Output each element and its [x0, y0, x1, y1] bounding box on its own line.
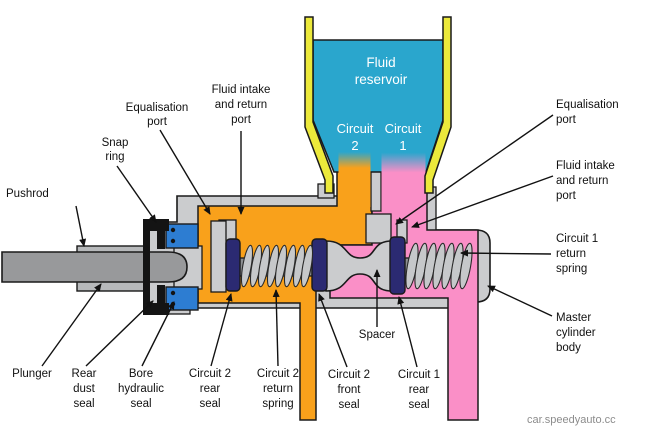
reservoir-label-line2: reservoir [355, 72, 408, 87]
port-block-right [365, 213, 392, 244]
spring-coil [459, 242, 473, 290]
label-snap-ring: Snap ring [102, 137, 129, 163]
svg-text:port: port [556, 190, 577, 202]
svg-text:Snap: Snap [102, 137, 129, 149]
svg-text:and return: and return [556, 175, 608, 187]
svg-text:rear: rear [200, 383, 221, 395]
svg-text:rear: rear [409, 384, 430, 396]
svg-text:dust: dust [73, 383, 96, 395]
svg-text:Equalisation: Equalisation [126, 102, 189, 114]
reservoir-wall-left [304, 16, 334, 194]
reservoir-wall-right [424, 16, 452, 194]
pushrod [1, 251, 188, 283]
reservoir-walls [304, 16, 452, 194]
plunger-head [210, 220, 227, 293]
svg-text:seal: seal [408, 399, 429, 411]
svg-text:cylinder: cylinder [556, 327, 596, 339]
svg-text:seal: seal [73, 398, 94, 410]
label-rear-dust-seal: Rear dust seal [72, 368, 97, 410]
svg-text:Bore: Bore [129, 368, 153, 380]
svg-text:Rear: Rear [72, 368, 97, 380]
label-bore-hydraulic-seal: Bore hydraulic seal [118, 368, 164, 410]
label-fluid-intake-left: Fluid intake and return port [212, 84, 271, 126]
label-fluid-intake-right: Fluid intake and return port [556, 160, 615, 202]
reservoir-label-line1: Fluid [366, 55, 395, 70]
label-spacer: Spacer [359, 329, 396, 341]
svg-text:seal: seal [130, 398, 151, 410]
label-circuit1-return-spring: Circuit 1 return spring [556, 233, 598, 275]
svg-text:Circuit 2: Circuit 2 [328, 369, 370, 381]
svg-text:Master: Master [556, 312, 591, 324]
circuit2-return-spring [240, 244, 314, 288]
svg-text:Circuit 2: Circuit 2 [189, 368, 231, 380]
circuit2-front-seal [311, 238, 328, 292]
pressure-seals [225, 236, 406, 295]
snap-ring [157, 227, 165, 307]
label-circuit1-rear-seal: Circuit 1 rear seal [398, 369, 440, 411]
leader-lines [41, 114, 554, 368]
svg-text:2: 2 [351, 138, 358, 153]
svg-text:body: body [556, 342, 581, 354]
circuit1-label: Circuit 1 [385, 121, 422, 153]
svg-text:and return: and return [215, 99, 267, 111]
svg-text:port: port [231, 114, 252, 126]
label-pushrod: Pushrod [6, 188, 49, 200]
circuit1-rear-seal [389, 236, 406, 295]
svg-text:ring: ring [105, 151, 124, 163]
watermark-text: car.speedyauto.cc [527, 414, 616, 426]
label-equalisation-port-right: Equalisation port [556, 99, 619, 126]
svg-text:1: 1 [399, 138, 406, 153]
svg-text:front: front [337, 384, 361, 396]
svg-text:seal: seal [338, 399, 359, 411]
svg-text:Fluid intake: Fluid intake [212, 84, 271, 96]
svg-text:port: port [556, 114, 577, 126]
label-equalisation-port-left: Equalisation port [126, 102, 189, 128]
svg-text:spring: spring [262, 398, 293, 410]
bore-seal-top [165, 223, 199, 249]
svg-text:return: return [556, 248, 586, 260]
label-circuit2-rear-seal: Circuit 2 rear seal [189, 368, 231, 410]
svg-text:Pushrod: Pushrod [6, 188, 49, 200]
svg-text:Spacer: Spacer [359, 329, 396, 341]
label-plunger: Plunger [12, 368, 52, 380]
circuit2-label: Circuit 2 [337, 121, 374, 153]
spring-coil [300, 244, 314, 288]
svg-text:Circuit 1: Circuit 1 [398, 369, 440, 381]
circuit2-rear-seal [225, 238, 241, 292]
svg-text:port: port [147, 116, 168, 128]
label-circuit2-return-spring: Circuit 2 return spring [257, 368, 299, 410]
bore-seal-bottom [165, 286, 199, 311]
circuit1-funnel-mix [381, 146, 426, 190]
svg-text:Circuit: Circuit [337, 121, 374, 136]
circuit2-funnel-mix [338, 146, 371, 186]
svg-text:Plunger: Plunger [12, 368, 52, 380]
svg-text:hydraulic: hydraulic [118, 383, 164, 395]
svg-text:spring: spring [556, 263, 587, 275]
svg-text:seal: seal [199, 398, 220, 410]
svg-text:Circuit: Circuit [385, 121, 422, 136]
label-circuit2-front-seal: Circuit 2 front seal [328, 369, 370, 411]
label-master-cylinder-body: Master cylinder body [556, 312, 596, 354]
svg-text:Circuit 2: Circuit 2 [257, 368, 299, 380]
svg-text:Equalisation: Equalisation [556, 99, 619, 111]
svg-text:Fluid intake: Fluid intake [556, 160, 615, 172]
svg-text:return: return [263, 383, 293, 395]
svg-text:Circuit 1: Circuit 1 [556, 233, 598, 245]
reservoir-label: Fluid reservoir [355, 55, 408, 87]
